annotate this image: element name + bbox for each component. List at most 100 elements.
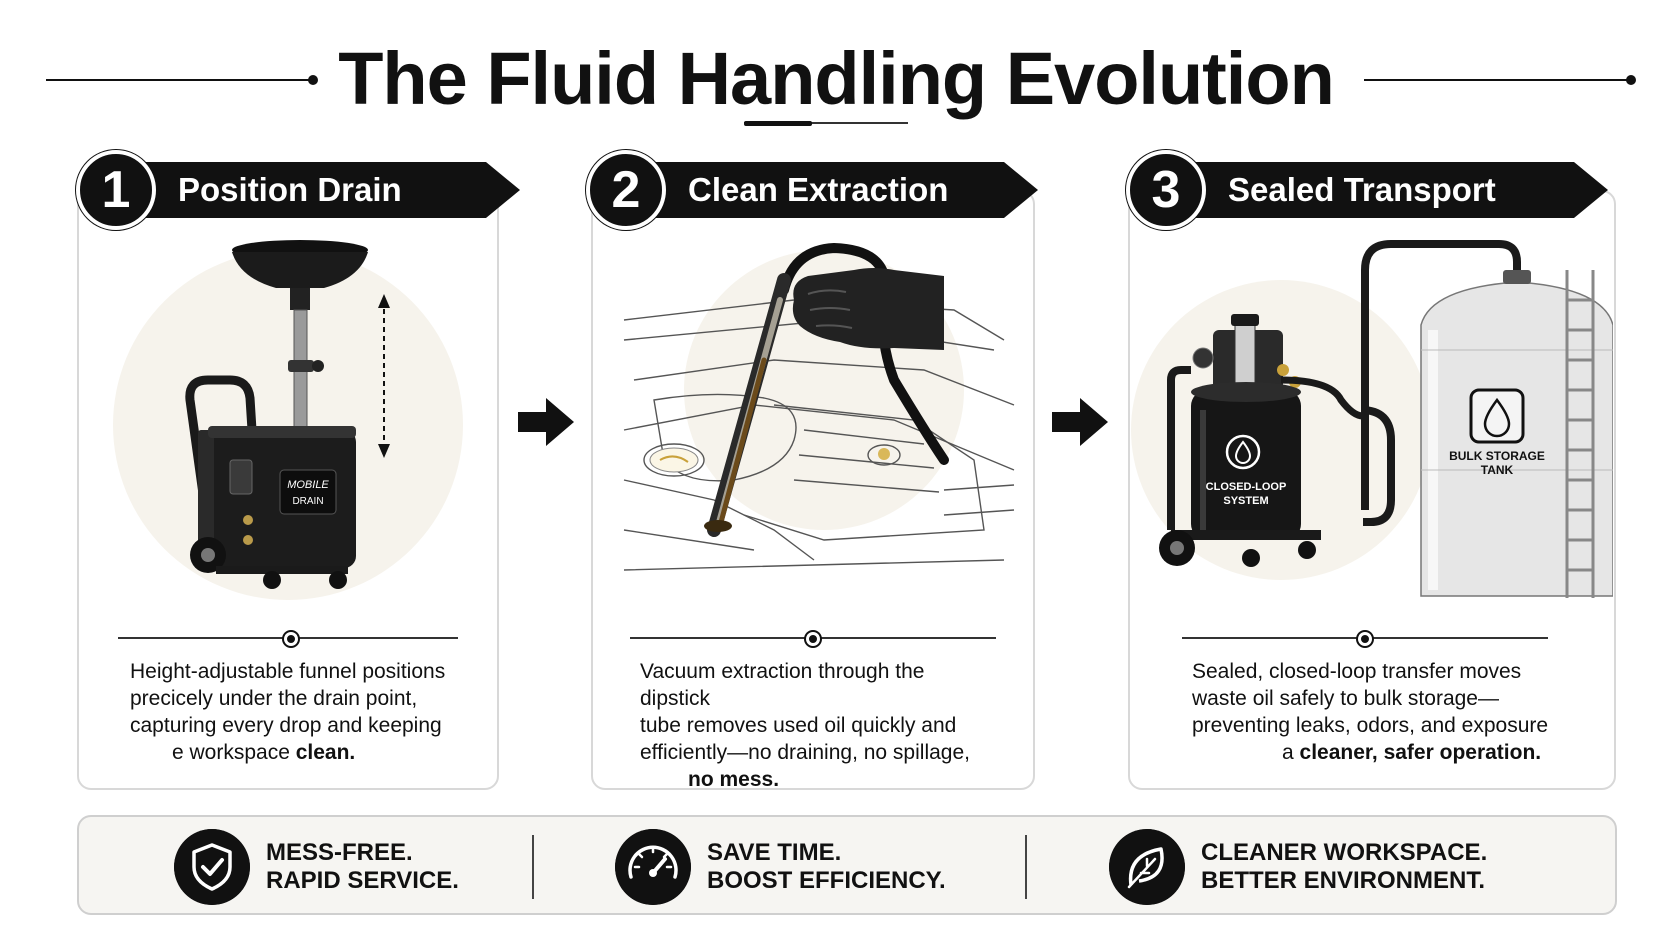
return-hose [1360,406,1395,526]
benefit-line: BETTER ENVIRONMENT. [1201,867,1486,894]
tank-oil-drop-icon [1469,388,1525,444]
desc-line: Sealed, closed-loop transfer moves [1192,660,1522,683]
caster-wheel [329,571,347,589]
desc-line: precicely under the drain point, [130,687,418,710]
title-rule-right [1364,79,1632,81]
tank-ladder [1565,270,1595,598]
tank-inlet [1503,270,1531,284]
desc-line: waste oil safely to bulk storage— [1192,687,1499,710]
step-number: 2 [586,150,666,230]
shield-check-icon [174,829,250,905]
step-description-3: Sealed, closed-loop transfer moves waste… [1192,658,1572,766]
desc-line: a cleaner, safer operation. [1192,739,1572,766]
oil-cap-mark [659,455,689,463]
benefit-divider [532,835,534,899]
valve-fitting [243,515,253,525]
separator-dot [806,632,820,646]
product-label-line: MOBILE [287,479,329,491]
title-rule-dot [1626,75,1636,85]
valve-fitting [243,535,253,545]
page-title: The Fluid Handling Evolution [338,37,1335,120]
tank-side [198,430,214,568]
desc-line: Vacuum extraction through the dipstick [640,660,925,710]
dipstick-port [704,520,732,532]
benefits-bar: MESS-FREE. RAPID SERVICE. SAVE TIME. BOO… [77,815,1617,915]
glove-fingers [807,289,853,329]
step-label: Sealed Transport [1166,162,1608,218]
desc-text: e workspace [172,741,296,764]
step-label: Clean Extraction [626,162,1038,218]
title-underline-accent [744,121,812,126]
benefit-line: SAVE TIME. [707,839,842,866]
benefit-line: CLEANER WORKSPACE. [1201,839,1488,866]
engine-extraction-illustration [623,242,1015,571]
desc-line: no mess. [640,766,1000,793]
desc-line: tube removes used oil quickly and [640,714,957,737]
benefit-line: BOOST EFFICIENCY. [707,867,946,894]
oil-cap [649,447,699,473]
desc-line: preventing leaks, odors, and exposure [1192,714,1549,737]
transfer-pipe [1361,240,1521,510]
speedometer-icon [615,829,691,905]
benefit-text: SAVE TIME. BOOST EFFICIENCY. [707,839,946,895]
unit-label-line: SYSTEM [1223,495,1268,507]
wheel-hub [201,548,215,562]
desc-line: e workspace clean. [130,739,470,766]
wheel-hub [1170,541,1184,555]
funnel-neck [290,288,310,310]
benefit-line: MESS-FREE. [266,839,413,866]
benefit-text: CLEANER WORKSPACE. BETTER ENVIRONMENT. [1201,839,1487,895]
desc-line: Height-adjustable funnel positions [130,660,446,683]
step-number: 1 [76,150,156,230]
pole-clamp [288,360,314,372]
sealed-transport-illustration: BULK STORAGE TANK CLOSED-LOOP SYSTEM [1131,240,1613,598]
oil-drop-icon [1483,397,1511,438]
gauge-panel [229,459,253,495]
desc-emphasis: no mess. [688,768,780,791]
desc-emphasis: clean. [295,741,356,764]
unit-handle [1167,366,1191,530]
product-label-line: DRAIN [292,496,323,507]
closed-loop-unit [1191,390,1301,540]
step-number: 3 [1126,150,1206,230]
title-rule-dot [308,75,318,85]
title-row: The Fluid Handling Evolution [0,30,1672,130]
step-description-2: Vacuum extraction through the dipstick t… [640,658,1000,793]
oil-column [717,357,767,529]
tank-label-line: BULK STORAGE [1449,449,1545,463]
desc-text: a [1282,741,1300,764]
unit-base [1171,530,1321,540]
separator-dot [1358,632,1372,646]
oil-drop-icon [1234,440,1252,464]
closed-loop-icon [1225,434,1261,470]
desc-line: capturing every drop and keeping [130,714,442,737]
flow-arrow-icon [518,398,574,446]
step-label: Position Drain [116,162,520,218]
pressure-gauge [1192,347,1214,369]
caster-wheel [1242,549,1260,567]
gloved-hand [792,268,944,350]
separator-dot [284,632,298,646]
funnel-bowl [232,252,368,288]
height-arrow-up [378,294,390,308]
caster-wheel [1298,541,1316,559]
unit-top [1191,382,1301,402]
caster-wheel [263,571,281,589]
unit-label-line: CLOSED-LOOP [1206,481,1287,493]
height-arrow-down [378,444,390,458]
leaf-icon [1109,829,1185,905]
benefit-text: MESS-FREE. RAPID SERVICE. [266,839,459,895]
tank-label-line: TANK [1481,463,1514,477]
title-underline [744,122,908,124]
benefit-line: RAPID SERVICE. [266,867,459,894]
pole-knob [312,360,324,372]
benefit-divider [1025,835,1027,899]
tank-lid [208,426,356,438]
sight-glass [1234,321,1256,393]
step-description-1: Height-adjustable funnel positions preci… [130,658,470,766]
cart-handle [185,375,257,531]
product-label-plate [279,469,337,515]
flow-arrow-icon [1052,398,1108,446]
cart-base [216,566,348,574]
sight-glass-cap [1231,314,1259,326]
